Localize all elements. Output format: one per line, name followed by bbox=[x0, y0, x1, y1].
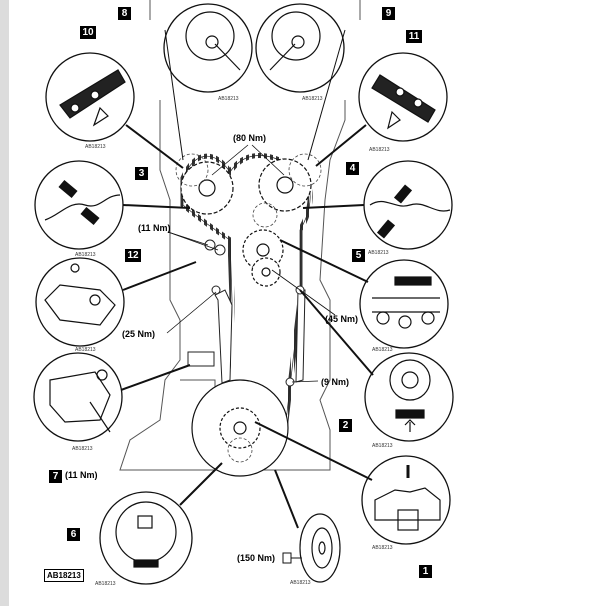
leader-lines bbox=[120, 29, 374, 529]
crankshaft-sprocket bbox=[191, 379, 289, 477]
inset-ref-code: AB18213 bbox=[290, 580, 311, 586]
inset-ref-code: AB18213 bbox=[369, 147, 390, 153]
inset-ref-code: AB18213 bbox=[95, 581, 116, 587]
chain-guides-and-tensioner bbox=[187, 239, 306, 387]
detail-highlight-circles bbox=[175, 153, 322, 463]
inset-ref-code: AB18213 bbox=[368, 250, 389, 256]
torque-label-11nm-bolts: (11 Nm) bbox=[138, 223, 171, 233]
callout-1: 1 bbox=[419, 565, 432, 578]
torque-label-80nm: (80 Nm) bbox=[233, 133, 267, 143]
callout-7: 7 bbox=[49, 470, 62, 483]
callout-6: 6 bbox=[67, 528, 80, 541]
torque-label-11nm-tensioner: (11 Nm) bbox=[65, 470, 98, 480]
crankshaft-pulley-bolt bbox=[282, 552, 300, 564]
callout-8: 8 bbox=[118, 7, 131, 20]
callout-10: 10 bbox=[80, 26, 96, 39]
inset-ref-code: AB18213 bbox=[372, 545, 393, 551]
page-edge-strip bbox=[0, 0, 9, 606]
inset-ref-code: AB18213 bbox=[218, 96, 239, 102]
callout-5: 5 bbox=[352, 249, 365, 262]
crankshaft-pulley bbox=[299, 513, 341, 583]
callout-4: 4 bbox=[346, 162, 359, 175]
inset-ref-code: AB18213 bbox=[75, 252, 96, 258]
inset-ref-code: AB18213 bbox=[75, 347, 96, 353]
torque-label-150nm: (150 Nm) bbox=[237, 553, 276, 563]
inset-ref-code: AB18213 bbox=[85, 144, 106, 150]
callout-3: 3 bbox=[135, 167, 148, 180]
callout-2: 2 bbox=[339, 419, 352, 432]
torque-label-25nm: (25 Nm) bbox=[122, 329, 156, 339]
torque-label-45nm: (45 Nm) bbox=[325, 314, 359, 324]
intake-camshaft-sprocket bbox=[258, 158, 312, 212]
inset-details bbox=[44, 11, 451, 568]
callout-11: 11 bbox=[406, 30, 422, 43]
figure-reference-code: AB18213 bbox=[44, 569, 84, 582]
oil-pump-sprocket bbox=[251, 257, 281, 287]
torque-leader-lines bbox=[166, 144, 336, 559]
callout-9: 9 bbox=[382, 7, 395, 20]
exhaust-camshaft-sprocket bbox=[180, 161, 234, 215]
torque-label-9nm: (9 Nm) bbox=[321, 377, 350, 387]
callout-12: 12 bbox=[125, 249, 141, 262]
inset-ref-code: AB18213 bbox=[302, 96, 323, 102]
inset-ref-code: AB18213 bbox=[372, 443, 393, 449]
inset-ref-code: AB18213 bbox=[72, 446, 93, 452]
inset-ref-code: AB18213 bbox=[372, 347, 393, 353]
